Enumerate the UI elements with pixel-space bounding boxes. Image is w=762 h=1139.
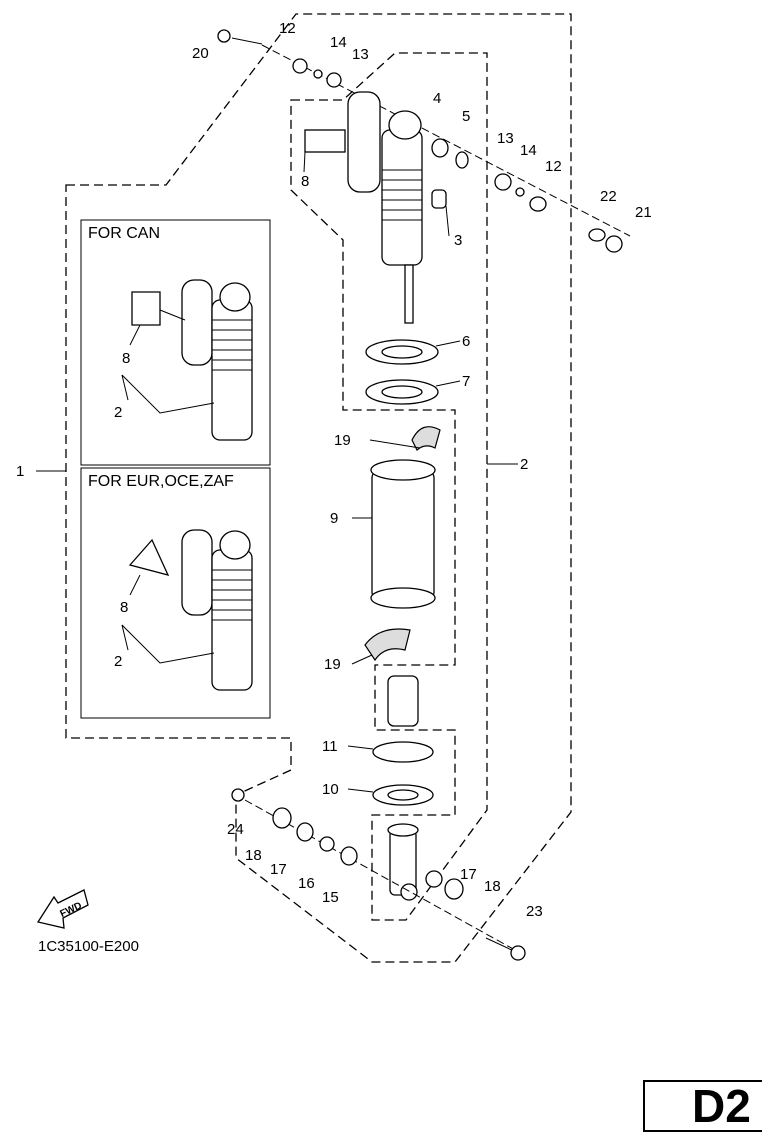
- callout-8: 8: [301, 173, 309, 190]
- callout-inset-eur-8: 8: [120, 599, 128, 616]
- callout-11: 11: [322, 738, 338, 755]
- callout-13: 13: [497, 130, 514, 147]
- callout-1: 1: [16, 463, 24, 480]
- callout-21: 21: [635, 204, 652, 221]
- assembly-1-outline: [65, 13, 572, 963]
- callout-19: 19: [334, 432, 351, 449]
- callout-14: 14: [520, 142, 537, 159]
- callout-13: 13: [352, 46, 369, 63]
- inset-for-eur: [80, 467, 271, 719]
- callout-17: 17: [460, 866, 477, 883]
- shock-absorber-eur: [121, 529, 253, 691]
- callout-4: 4: [433, 90, 441, 107]
- assembly-2-outline: [290, 52, 488, 921]
- shock-absorber-can: [121, 279, 253, 441]
- callout-17: 17: [270, 861, 287, 878]
- callout-16: 16: [298, 875, 315, 892]
- callout-inset-can-2: 2: [114, 404, 122, 421]
- callout-15: 15: [322, 889, 339, 906]
- page-label: D2: [692, 1080, 751, 1132]
- callout-14: 14: [330, 34, 347, 51]
- callout-10: 10: [322, 781, 339, 798]
- callout-18: 18: [484, 878, 501, 895]
- callout-6: 6: [462, 333, 470, 350]
- inset-eur-title: FOR EUR,OCE,ZAF: [88, 473, 234, 490]
- callout-12: 12: [545, 158, 562, 175]
- part-code: 1C35100-E200: [38, 938, 139, 955]
- callout-3: 3: [454, 232, 462, 249]
- leader-lines: [36, 151, 518, 793]
- callout-19: 19: [324, 656, 341, 673]
- callout-22: 22: [600, 188, 617, 205]
- inset-can-title: FOR CAN: [88, 225, 160, 242]
- page-label-box: D2: [643, 1080, 762, 1132]
- fwd-arrow-icon: FWD: [36, 889, 89, 929]
- callout-12: 12: [279, 20, 296, 37]
- callout-24: 24: [227, 821, 244, 838]
- callout-inset-eur-2: 2: [114, 653, 122, 670]
- callout-5: 5: [462, 108, 470, 125]
- callout-inset-can-8: 8: [122, 350, 130, 367]
- callout-9: 9: [330, 510, 338, 527]
- callout-7: 7: [462, 373, 470, 390]
- inset-for-can: [80, 219, 271, 466]
- callout-20: 20: [192, 45, 209, 62]
- callout-18: 18: [245, 847, 262, 864]
- shock-absorber-main: [217, 29, 631, 961]
- callout-2: 2: [520, 456, 528, 473]
- callout-23: 23: [526, 903, 543, 920]
